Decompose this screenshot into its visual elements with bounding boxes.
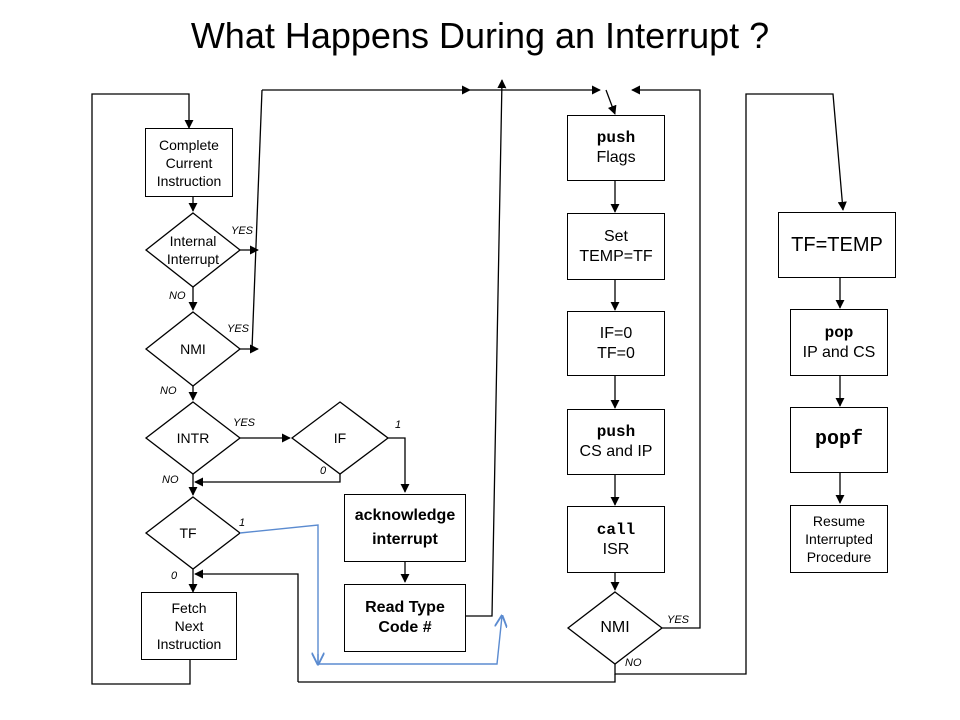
call-isr-cmd: call: [596, 520, 636, 539]
arrow-return-to-fetch: [194, 569, 299, 682]
push-flags-box: push Flags: [567, 115, 665, 181]
tf-zero-label: 0: [171, 570, 178, 582]
resume-procedure-text: Resume Interrupted Procedure: [805, 513, 873, 565]
push-flags-cmd: push: [596, 129, 636, 147]
call-isr-arg: ISR: [602, 540, 630, 558]
arrow-loop-fetch-to-complete: [91, 93, 194, 685]
fetch-next-instruction-box: Fetch Next Instruction: [141, 592, 237, 660]
nmi-no-label: NO: [160, 385, 177, 397]
if-label: IF: [333, 430, 347, 446]
intr-no-label: NO: [162, 474, 179, 486]
push-cs-ip-box: push CS and IP: [567, 409, 665, 475]
pop-cmd: pop: [824, 323, 854, 342]
nmi2-yes-label: YES: [667, 614, 690, 626]
call-isr-box: call ISR: [567, 506, 665, 573]
page-title: What Happens During an Interrupt ?: [190, 15, 770, 56]
pop-arg: IP and CS: [802, 343, 876, 361]
complete-instruction-box: Complete Current Instruction: [145, 128, 233, 197]
arrow-read-to-bus: [466, 79, 507, 617]
popf-text: popf: [814, 428, 863, 451]
resume-procedure-box: Resume Interrupted Procedure: [790, 505, 888, 573]
tf-one-label: 1: [239, 517, 246, 529]
clear-flags-text: IF=0 TF=0: [597, 324, 635, 362]
line-yes-bus: [251, 89, 263, 350]
tf-temp-text: TF=TEMP: [791, 234, 883, 256]
tf-label: TF: [179, 525, 197, 541]
set-temp-text: Set TEMP=TF: [579, 227, 653, 265]
arrow-if-one: [388, 437, 410, 493]
nmi2-label: NMI: [600, 619, 630, 636]
push-cs-arg: CS and IP: [579, 443, 653, 460]
line-return-bottom: [298, 674, 616, 683]
push-cs-cmd: push: [596, 423, 636, 441]
clear-flags-box: IF=0 TF=0: [567, 311, 665, 376]
nmi-label: NMI: [180, 341, 206, 357]
pop-ip-cs-box: pop IP and CS: [790, 309, 888, 376]
internal-interrupt-label: Internal Interrupt: [166, 233, 220, 267]
arrow-if-zero: [194, 474, 341, 487]
set-temp-box: Set TEMP=TF: [567, 213, 665, 280]
intr-yes-label: YES: [233, 417, 256, 429]
arrow-nmi2-yes: [631, 85, 701, 629]
acknowledge-interrupt-text: acknowledge interrupt: [354, 507, 456, 548]
internal-no-label: NO: [169, 290, 186, 302]
read-type-code-box: Read Type Code #: [344, 584, 466, 652]
complete-instruction-text: Complete Current Instruction: [156, 136, 222, 189]
nmi2-no-label: NO: [625, 657, 642, 669]
internal-yes-label: YES: [231, 225, 254, 237]
intr-label: INTR: [176, 430, 210, 446]
arrow-bus-to-push-flags: [605, 89, 617, 115]
if-one-label: 1: [395, 419, 402, 431]
fetch-next-instruction-text: Fetch Next Instruction: [156, 600, 222, 652]
popf-box: popf: [790, 407, 888, 473]
nmi-yes-label: YES: [227, 323, 250, 335]
arrow-nmi2-no: [614, 93, 847, 675]
read-type-code-text: Read Type Code #: [365, 599, 445, 636]
push-flags-arg: Flags: [596, 149, 636, 166]
if-zero-label: 0: [320, 465, 327, 477]
tf-temp-box: TF=TEMP: [778, 212, 896, 278]
acknowledge-interrupt-box: acknowledge interrupt: [344, 494, 466, 562]
